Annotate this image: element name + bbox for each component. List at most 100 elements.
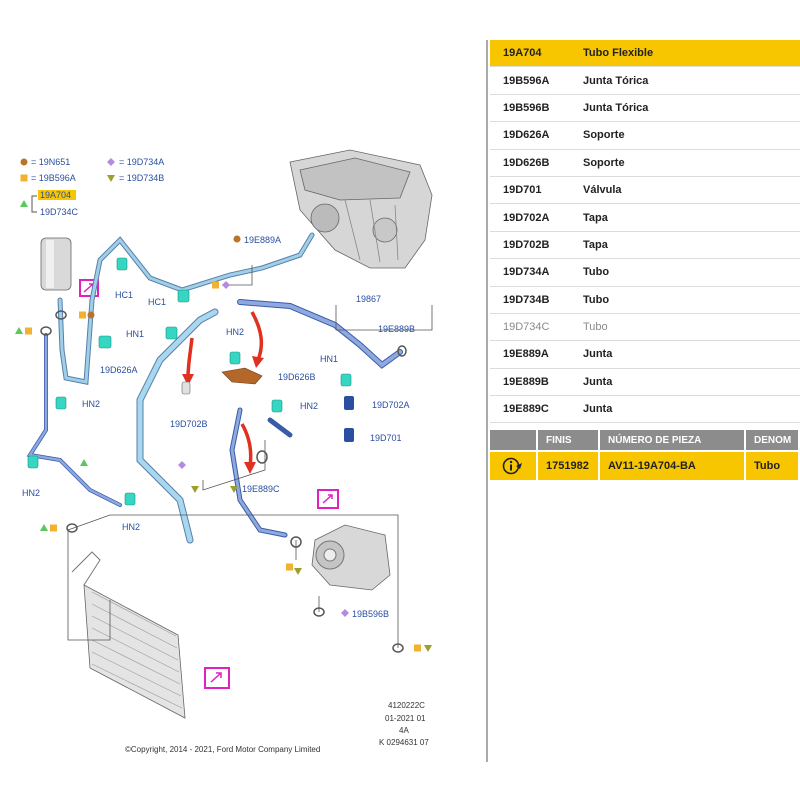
callouts: HC1 HC1 HN1 HN1 HN2 HN2 HN2 HN2 HN2 19E8… <box>22 235 415 619</box>
part-description: Tapa <box>583 211 608 224</box>
column-header-denom[interactable]: DENOM <box>746 430 800 450</box>
part-code: 19E889C <box>503 403 549 416</box>
callout-19d702a[interactable]: 19D702A <box>372 400 410 410</box>
legend-item-3: = 19B596A <box>31 173 76 183</box>
column-header-part-number[interactable]: NÚMERO DE PIEZA <box>600 430 746 450</box>
parts-list-row[interactable]: 19D734C Tubo <box>490 314 800 342</box>
detail-link-icon[interactable] <box>317 489 339 509</box>
part-number-value: AV11-19A704-BA <box>600 452 746 480</box>
parts-list-row[interactable]: 19A704 Tubo Flexible <box>490 40 800 68</box>
part-description: Válvula <box>583 184 622 197</box>
callout-19d701[interactable]: 19D701 <box>370 433 402 443</box>
receiver-drier <box>40 237 99 297</box>
red-arrows <box>186 311 264 467</box>
part-description: Soporte <box>583 156 625 169</box>
callout-hn1[interactable]: HN1 <box>126 329 144 339</box>
legend-item-4: = 19D734B <box>119 173 164 183</box>
parts-list-row[interactable]: 19D702B Tapa <box>490 232 800 260</box>
part-code: 19B596B <box>503 101 550 114</box>
callout-19d626a[interactable]: 19D626A <box>100 365 138 375</box>
parts-list-row[interactable]: 19D626A Soporte <box>490 122 800 150</box>
callout-hn1[interactable]: HN1 <box>320 354 338 364</box>
parts-list-row[interactable]: 19D734B Tubo <box>490 287 800 314</box>
legend-item-1: = 19N651 <box>31 157 70 167</box>
part-description: Junta Tórica <box>583 101 649 114</box>
callout-19d626b[interactable]: 19D626B <box>278 372 316 382</box>
legend: = 19N651 = 19D734A = 19B596A = 19D734B 1… <box>20 157 164 217</box>
triangle-green-icon <box>20 200 28 207</box>
callout-hc1[interactable]: HC1 <box>148 297 166 307</box>
part-code: 19D701 <box>503 184 542 197</box>
part-description: Tubo Flexible <box>583 47 654 60</box>
info-pointer-icon[interactable] <box>490 452 538 480</box>
part-description: Soporte <box>583 129 625 142</box>
part-description: Junta <box>583 403 613 416</box>
ref-number: 4120222C <box>388 701 425 710</box>
condenser-drawing <box>71 551 230 719</box>
part-code: 19E889A <box>503 348 549 361</box>
callout-hn2[interactable]: HN2 <box>82 399 100 409</box>
part-code: 19D702A <box>503 211 550 224</box>
callout-hc1[interactable]: HC1 <box>115 290 133 300</box>
callout-19867[interactable]: 19867 <box>356 294 381 304</box>
part-code: 19E889B <box>503 375 549 388</box>
part-code: 19D702B <box>503 238 550 251</box>
column-header-finis[interactable]: FINIS <box>538 430 600 450</box>
part-description: Junta Tórica <box>583 74 649 87</box>
part-code: 19A704 <box>503 47 542 60</box>
parts-diagram: = 19N651 = 19D734A = 19B596A = 19D734B 1… <box>15 149 433 754</box>
o-rings <box>40 310 407 653</box>
compressor-drawing <box>311 489 391 591</box>
part-description: Tubo <box>583 293 610 306</box>
detail-link-icon[interactable] <box>79 279 99 297</box>
parts-list-row[interactable]: 19D702A Tapa <box>490 204 800 232</box>
result-table-header: FINIS NÚMERO DE PIEZA DENOM <box>490 430 800 450</box>
panel-divider <box>486 40 488 762</box>
callout-19b596b[interactable]: 19B596B <box>352 609 389 619</box>
result-row[interactable]: 1751982 AV11-19A704-BA Tubo <box>490 452 800 480</box>
callout-hn2[interactable]: HN2 <box>22 488 40 498</box>
callout-19e889b[interactable]: 19E889B <box>378 324 415 334</box>
parts-list-row[interactable]: 19E889C Junta <box>490 396 800 424</box>
diamond-violet-icon <box>107 158 115 166</box>
part-description: Junta <box>583 348 613 361</box>
ref-revision: 4A <box>399 726 409 735</box>
bracket-drawing <box>221 367 263 385</box>
parts-list-row[interactable]: 19B596B Junta Tórica <box>490 95 800 123</box>
diagram-footer: 4120222C 01-2021 01 4A K 0294631 07 ©Cop… <box>125 701 429 754</box>
ref-date: 01-2021 01 <box>385 714 426 723</box>
callout-hn2[interactable]: HN2 <box>300 401 318 411</box>
part-code: 19D734B <box>503 293 550 306</box>
engine-drawing <box>289 149 433 269</box>
parts-list-row[interactable]: 19E889A Junta <box>490 341 800 369</box>
leader-lines <box>67 265 433 648</box>
callout-hn2[interactable]: HN2 <box>122 522 140 532</box>
finis-value: 1751982 <box>538 452 600 480</box>
callout-19e889a[interactable]: 19E889A <box>244 235 281 245</box>
part-description: Tapa <box>583 238 608 251</box>
legend-item-5[interactable]: 19A704 <box>40 190 71 200</box>
clips <box>27 257 352 506</box>
parts-list-row[interactable]: 19D701 Válvula <box>490 177 800 205</box>
circle-brown-icon <box>20 158 28 166</box>
part-code: 19D734C <box>503 321 550 334</box>
parts-list-row[interactable]: 19D626B Soporte <box>490 150 800 177</box>
callout-19e889c[interactable]: 19E889C <box>242 484 280 494</box>
denom-value: Tubo <box>746 452 800 480</box>
markers <box>15 235 432 652</box>
legend-item-2: = 19D734A <box>119 157 164 167</box>
part-description: Tubo <box>583 321 608 334</box>
part-code: 19D626A <box>503 129 550 142</box>
callout-hn2[interactable]: HN2 <box>226 327 244 337</box>
part-code: 19B596A <box>503 74 550 87</box>
parts-list-row[interactable]: 19B596A Junta Tórica <box>490 67 800 95</box>
detail-link-icon[interactable] <box>204 667 230 689</box>
column-header-icon <box>490 430 538 450</box>
legend-item-6[interactable]: 19D734C <box>40 207 79 217</box>
callout-19d702b[interactable]: 19D702B <box>170 419 208 429</box>
part-code: 19D626B <box>503 156 550 169</box>
